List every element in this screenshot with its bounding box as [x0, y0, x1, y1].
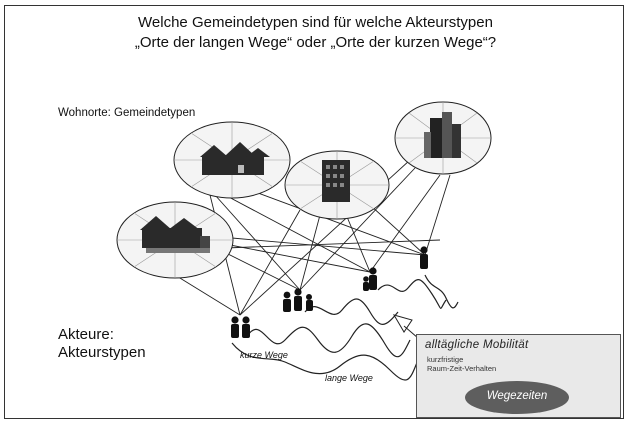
mobility-title: alltägliche Mobilität — [425, 339, 529, 351]
kurze-wege-label: kurze Wege — [240, 350, 288, 360]
mobility-subtitle-line-1: kurzfristige — [427, 355, 464, 364]
connection-lines — [174, 159, 451, 316]
actor-single-icon — [420, 246, 428, 269]
mobility-arrow-icon — [392, 314, 419, 339]
town-building-icon — [322, 160, 350, 202]
settlement-rural — [116, 201, 234, 279]
slide-title-line-1: Welche Gemeindetypen sind für welche Akt… — [138, 14, 493, 31]
wohnorte-label: Wohnorte: Gemeindetypen — [58, 107, 196, 119]
actor-group-pair-icon — [231, 316, 250, 338]
slide-frame — [4, 5, 624, 419]
actor-group-family-icon — [283, 288, 313, 312]
lange-wege-label: lange Wege — [325, 373, 373, 383]
mobility-subtitle-line-2: Raum-Zeit-Verhalten — [427, 364, 497, 373]
akteure-label: Akteure: — [58, 326, 114, 343]
trip-paths — [231, 274, 459, 381]
akteurstypen-label: Akteurstypen — [58, 344, 146, 361]
wegezeiten-label: Wegezeiten — [486, 390, 548, 402]
actor-group-parent-child-icon — [363, 267, 377, 291]
mobility-box: alltägliche Mobilität kurzfristige Raum-… — [416, 334, 621, 418]
settlement-village — [173, 121, 291, 199]
rural-houses-icon — [140, 216, 210, 253]
village-houses-icon — [200, 142, 270, 175]
slide-title-line-2: „Orte der langen Wege“ oder „Orte der ku… — [134, 34, 497, 51]
settlement-town — [284, 150, 390, 220]
city-skyscrapers-icon — [424, 112, 461, 158]
settlement-city — [394, 101, 492, 175]
wegezeiten-badge: Wegezeiten — [465, 381, 569, 414]
